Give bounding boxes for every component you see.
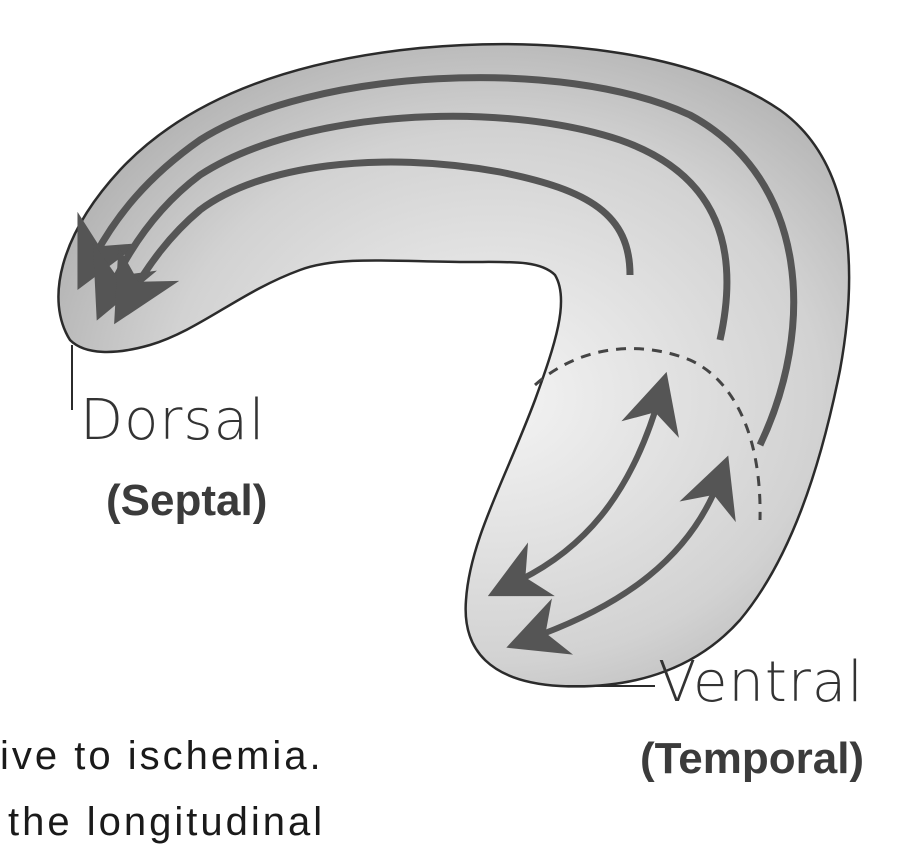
ventral-label: Ventral [658, 650, 864, 715]
text-fragment-line2: the longitudinal [8, 800, 325, 845]
text-fragment-line1: ive to ischemia. [0, 734, 324, 779]
dorsal-label: Dorsal [80, 388, 265, 453]
septal-label: (Septal) [106, 476, 267, 526]
temporal-label: (Temporal) [640, 734, 864, 784]
